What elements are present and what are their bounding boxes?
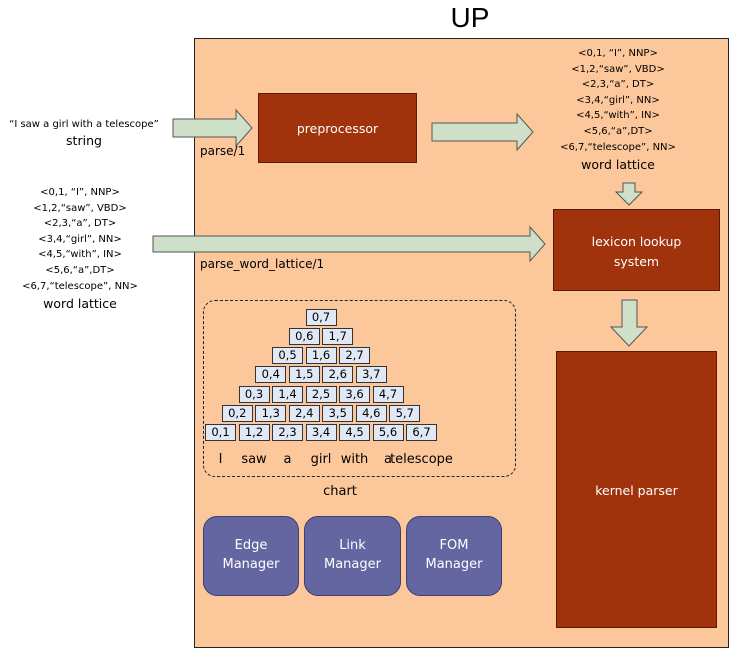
chart-cell: 4,7	[372, 385, 404, 403]
chart-cell: 0,2	[221, 404, 253, 422]
chart-cell: 2,6	[322, 366, 354, 384]
arrow-lattice-to-lexicon	[614, 182, 644, 206]
chart-cell: 3,5	[322, 404, 354, 422]
chart-word: telescope	[390, 452, 453, 467]
parse-word-lattice-function-label: parse_word_lattice/1	[200, 257, 325, 271]
chart-cell: 2,5	[305, 385, 337, 403]
fom-manager-line-2: Manager	[425, 557, 483, 572]
chart-cell: 2,7	[339, 347, 370, 365]
up-title: UP	[450, 2, 490, 33]
lattice-entry: <2,3,“a”, DT>	[43, 218, 117, 230]
input-string-label: string	[66, 133, 102, 148]
arrow-string-to-preprocessor	[172, 108, 253, 148]
chart-cell: 0,1	[205, 424, 236, 441]
arrow-lexicon-to-kernel	[609, 299, 649, 347]
chart-cell: 1,3	[255, 404, 287, 422]
chart-cell: 3,6	[339, 385, 370, 403]
fom-manager-line-1: FOM	[439, 538, 469, 553]
chart-cell: 3,4	[305, 424, 337, 441]
kernel-parser-box: kernel parser	[556, 351, 717, 628]
word-lattice-input: <0,1, “I”, NNP> <1,2,“saw”, VBD> <2,3,“a…	[0, 185, 160, 313]
link-manager-line-1: Link	[339, 538, 366, 553]
lexicon-line-2: system	[613, 254, 660, 269]
chart-cell: 2,4	[288, 404, 320, 422]
input-string-text: “I saw a girl with a telescope”	[9, 119, 159, 130]
arrow-word-lattice-to-lexicon	[152, 225, 546, 263]
lattice-entry: <0,1, “I”, NNP>	[578, 48, 658, 59]
lattice-entry: <6,7,“telescope”, NN>	[560, 141, 676, 153]
preprocessor-box: preprocessor	[258, 93, 417, 163]
chart-cell: 0,5	[272, 347, 303, 365]
fom-manager-box: FOM Manager	[406, 516, 502, 596]
chart-cell: 1,6	[305, 347, 337, 365]
chart-cell: 4,5	[339, 424, 370, 441]
lattice-entry: <1,2,“saw”, VBD>	[33, 202, 127, 214]
chart-frame	[203, 300, 516, 477]
lattice-entry: <3,4,“girl”, NN>	[576, 94, 660, 106]
chart-cell: 0,3	[238, 385, 270, 403]
lattice-entry: <6,7,“telescope”, NN>	[22, 280, 138, 292]
lattice-entry: <2,3,“a”, DT>	[581, 79, 655, 91]
chart-word: saw	[241, 452, 267, 467]
lexicon-line-1: lexicon lookup	[591, 234, 682, 249]
chart-cell: 1,2	[238, 424, 270, 441]
chart-cell: 1,7	[322, 328, 354, 345]
word-lattice-label: word lattice	[581, 157, 655, 173]
chart-cell: 3,7	[355, 366, 387, 384]
chart-cell: 5,7	[389, 404, 421, 422]
chart-cell: 4,6	[355, 404, 387, 422]
chart-cell: 5,6	[372, 424, 404, 441]
lattice-entry: <5,6,“a”,DT>	[45, 264, 115, 276]
lattice-entry: <4,5,“with”, IN>	[38, 249, 122, 261]
chart-word: girl	[310, 452, 332, 467]
word-lattice-output: <0,1, “I”, NNP> <1,2,“saw”, VBD> <2,3,“a…	[538, 46, 698, 174]
arrow-preprocessor-to-lattice	[431, 112, 534, 152]
chart-cell: 1,5	[288, 366, 320, 384]
chart-cell: 0,7	[305, 308, 337, 326]
word-lattice-label: word lattice	[43, 296, 117, 312]
parse-function-label: parse/1	[200, 144, 246, 158]
chart-word: I	[218, 452, 223, 467]
link-manager-box: Link Manager	[304, 516, 401, 596]
chart-cell: 6,7	[406, 424, 437, 441]
lattice-entry: <5,6,“a”,DT>	[583, 125, 653, 137]
chart-cell: 0,6	[288, 328, 320, 345]
input-string-block: “I saw a girl with a telescope” string	[0, 118, 168, 150]
lattice-entry: <0,1, “I”, NNP>	[40, 187, 120, 198]
chart-cell: 0,4	[255, 366, 287, 384]
edge-manager-line-1: Edge	[234, 538, 268, 553]
edge-manager-box: Edge Manager	[203, 516, 299, 596]
chart-cell: 1,4	[272, 385, 303, 403]
chart-word: with	[340, 452, 369, 467]
edge-manager-line-2: Manager	[222, 557, 280, 572]
chart-label: chart	[323, 484, 357, 499]
link-manager-line-2: Manager	[324, 557, 381, 572]
lattice-entry: <4,5,“with”, IN>	[576, 110, 660, 122]
chart-word: a	[283, 452, 292, 467]
lattice-entry: <3,4,“girl”, NN>	[38, 233, 122, 245]
chart-cell: 2,3	[272, 424, 303, 441]
lexicon-lookup-box: lexicon lookup system	[553, 209, 720, 291]
lattice-entry: <1,2,“saw”, VBD>	[571, 63, 665, 75]
chart-word: a	[384, 452, 392, 467]
